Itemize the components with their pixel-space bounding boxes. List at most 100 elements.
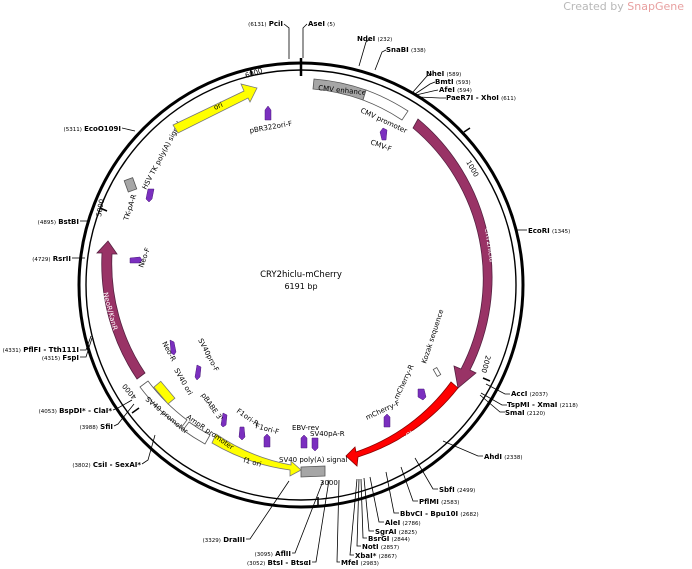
site-pflmi[interactable]: PflMI (2583) <box>419 498 459 506</box>
tick-label-5000: 5000 <box>95 198 106 217</box>
site-aflii[interactable]: (3095) AflII <box>255 550 291 558</box>
leader-pcii <box>283 23 290 59</box>
leader-fspi <box>80 337 93 358</box>
site-sfii[interactable]: (3988) SfiI <box>80 423 113 431</box>
leader-ecoo109i <box>121 127 136 132</box>
leader-smai <box>479 394 505 413</box>
tick-label-4000: 4000 <box>121 382 139 401</box>
leader-sbfi <box>414 457 438 490</box>
site-draiii[interactable]: (3329) DraIII <box>203 536 245 544</box>
tick-mark-4000 <box>131 407 140 414</box>
feature-mcherry[interactable] <box>345 381 459 467</box>
leader-bmti <box>414 81 436 95</box>
leader-snabi <box>374 49 387 71</box>
site-noti[interactable]: NotI (2857) <box>362 543 399 551</box>
tick-mark-6000 <box>249 67 253 76</box>
site-ahdi[interactable]: AhdI (2338) <box>484 453 523 461</box>
primer-sv40pa-r[interactable] <box>311 437 319 452</box>
site-sbfi[interactable]: SbfI (2499) <box>439 486 475 494</box>
site-alei[interactable]: AleI (2786) <box>385 519 421 527</box>
plasmid-name: CRY2hiclu-mCherry <box>260 270 342 280</box>
snapgene-watermark: Created by SnapGene <box>563 0 684 13</box>
feature-ori[interactable] <box>172 83 258 134</box>
primer-label-pbr322ori-f: pBR322ori-F <box>249 120 293 135</box>
site-bstbi[interactable]: (4895) BstBI <box>38 218 79 226</box>
primer-pbabe3[interactable] <box>220 412 228 428</box>
leader-nhei <box>412 73 433 93</box>
leader-aflii <box>292 480 324 554</box>
site-smai[interactable]: SmaI (2120) <box>505 409 545 417</box>
watermark-brand: SnapGene <box>627 0 684 13</box>
site-asei[interactable]: AseI (5) <box>308 20 335 28</box>
feature-sv40-promoter[interactable] <box>139 380 188 429</box>
primer-f1ori-r[interactable] <box>238 426 246 441</box>
primer-tk-pa-r[interactable] <box>145 188 155 203</box>
site-nhei[interactable]: NheI (589) <box>426 70 461 78</box>
feature-sv40-ori[interactable] <box>153 380 176 405</box>
site-rsrii[interactable]: (4729) RsrII <box>32 255 71 263</box>
leader-tspmi <box>480 392 507 406</box>
site-bsrgi[interactable]: BsrGI (2844) <box>368 535 410 543</box>
primer-mcherry-r[interactable] <box>417 388 427 401</box>
tick-mark-5000 <box>99 207 108 212</box>
leader-bsrgi <box>360 478 367 539</box>
primer-mcherry-f[interactable] <box>383 413 391 428</box>
primer-label-pbabe3: pBABE 3' <box>199 392 224 423</box>
site-bspdi-clai[interactable]: (4053) BspDI* - ClaI* <box>39 407 113 415</box>
feature-label-kozak-sequence: Kozak sequence <box>420 308 445 364</box>
site-tspmi-xmai[interactable]: TspMI - XmaI (2118) <box>507 401 578 409</box>
feature-kozak-sequence[interactable] <box>432 366 442 378</box>
site-bbvci-bpu10i[interactable]: BbvCI - Bpu10I (2682) <box>400 510 479 518</box>
site-ecoo109i[interactable]: (5311) EcoO109I <box>64 125 121 133</box>
site-sgrai[interactable]: SgrAI (2825) <box>375 528 417 536</box>
leader-bbvci <box>385 471 399 514</box>
site-csii-sexai[interactable]: (3802) CsiI - SexAI* <box>72 461 141 469</box>
leader-pflmi <box>400 466 418 502</box>
site-ndei[interactable]: NdeI (232) <box>357 35 392 43</box>
tick-marks <box>99 67 491 505</box>
tick-mark-2000 <box>482 377 491 382</box>
primer-f1ori-f[interactable] <box>263 433 271 448</box>
site-bmti[interactable]: BmtI (593) <box>435 78 471 86</box>
leader-draiii <box>246 480 290 540</box>
leader-bspdi <box>112 399 133 411</box>
primer-neo-f[interactable] <box>129 256 143 264</box>
primer-label-cmv-f: CMV-F <box>369 138 392 153</box>
site-afei[interactable]: AfeI (594) <box>439 86 472 94</box>
feature-sv40-polya[interactable] <box>300 465 326 478</box>
site-pcii[interactable]: (6131) PciI <box>248 20 283 28</box>
primer-ebv-rev[interactable] <box>300 434 308 449</box>
feature-f1-ori[interactable] <box>211 433 302 477</box>
site-mfei[interactable]: MfeI (2983) <box>341 559 379 567</box>
feature-ampr-promoter[interactable] <box>182 421 211 445</box>
site-xbai[interactable]: XbaI* (2867) <box>355 552 397 560</box>
leader-afei <box>415 89 439 96</box>
primer-sv40pro-f[interactable] <box>194 364 202 381</box>
feature-hsv-tk-polya[interactable] <box>123 177 138 193</box>
site-fspi[interactable]: (4315) FspI <box>42 354 79 362</box>
primer-cmv-f[interactable] <box>379 127 388 141</box>
site-leaders <box>72 23 527 563</box>
feature-neor-kanr[interactable] <box>96 240 146 380</box>
site-ecori[interactable]: EcoRI (1345) <box>528 227 570 235</box>
site-paer7i-xhoi[interactable]: PaeR7I - XhoI (611) <box>446 94 516 102</box>
site-pflfi-tth111i[interactable]: (4331) PflFI - Tth111I <box>3 346 79 354</box>
leader-mfei <box>336 479 340 563</box>
leader-alei <box>369 476 384 523</box>
feature-cmv-promoter[interactable] <box>362 89 409 121</box>
site-acci[interactable]: AccI (2037) <box>511 390 548 398</box>
primer-neo-r[interactable] <box>169 339 177 356</box>
leader-btsi <box>312 479 330 563</box>
primer-pbr322ori-f[interactable] <box>264 105 272 121</box>
leader-ahdi <box>442 440 483 457</box>
primer-label-neo-f: Neo-F <box>137 247 152 269</box>
site-snabi[interactable]: SnaBI (338) <box>386 46 426 54</box>
site-btsi[interactable]: (3052) BtsI - BtsαI <box>247 559 311 567</box>
leader-noti <box>356 478 361 547</box>
leader-csii <box>141 434 156 465</box>
leader-pflfi <box>80 335 92 351</box>
primer-label-ebv-rev: EBV-rev <box>292 424 319 432</box>
leader-sfii <box>113 403 135 427</box>
primer-label-sv40pa-r: SV40pA-R <box>310 430 345 438</box>
